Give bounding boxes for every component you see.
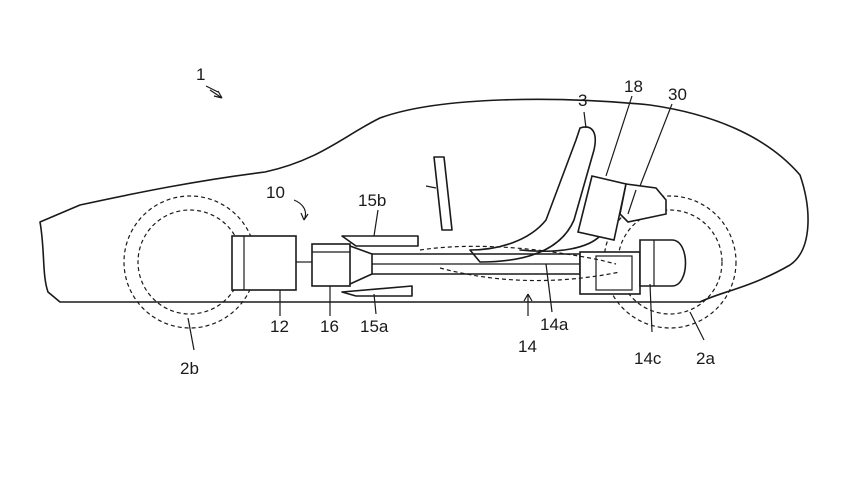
- bracket-15a: [341, 285, 413, 297]
- label-2a: 2a: [696, 349, 715, 368]
- leader-1: [205, 85, 219, 93]
- label-30: 30: [668, 85, 687, 104]
- floor-tunnel: [419, 245, 617, 265]
- label-18: 18: [624, 77, 643, 96]
- leader-2b: [187, 317, 195, 351]
- component-30-detail: [627, 189, 637, 215]
- bracket-15b: [341, 235, 419, 247]
- leader-30: [639, 103, 673, 187]
- leader-2a: [689, 311, 705, 341]
- transaxle-14c: [639, 239, 687, 287]
- unit-16: [311, 243, 351, 287]
- leader-18: [605, 95, 633, 177]
- arrow-1: [209, 89, 223, 99]
- transmission-cone: [349, 245, 373, 285]
- leader-14c: [649, 283, 653, 333]
- seat: [469, 126, 596, 263]
- rear-housing: [579, 251, 641, 295]
- front-wheel-inner: [137, 209, 243, 315]
- steering-grip: [425, 185, 437, 189]
- engine-block: [231, 235, 297, 291]
- car-body-outline: [39, 98, 809, 303]
- rear-housing-inner: [595, 255, 633, 291]
- leader-15a: [373, 293, 377, 315]
- label-16: 16: [320, 317, 339, 336]
- label-15a: 15a: [360, 317, 389, 336]
- label-drive-unit: 10: [266, 183, 285, 202]
- steering-column: [433, 156, 453, 231]
- label-14: 14: [518, 337, 537, 356]
- seat-cushion: [519, 235, 601, 253]
- leader-14: [523, 293, 533, 316]
- component-18: [577, 175, 627, 241]
- label-14c: 14c: [634, 349, 662, 368]
- leader-3: [583, 111, 587, 129]
- component-30: [619, 183, 667, 223]
- leader-14a: [545, 263, 553, 313]
- rear-wheel: [603, 195, 737, 329]
- label-15b: 15b: [358, 191, 386, 210]
- leader-10: [293, 199, 309, 221]
- label-12: 12: [270, 317, 289, 336]
- label-2b: 2b: [180, 359, 199, 378]
- label-vehicle: 1: [196, 65, 205, 84]
- leader-15b: [373, 209, 379, 237]
- label-seat: 3: [578, 91, 587, 110]
- label-14a: 14a: [540, 315, 569, 334]
- floor-hidden-line: [439, 267, 621, 282]
